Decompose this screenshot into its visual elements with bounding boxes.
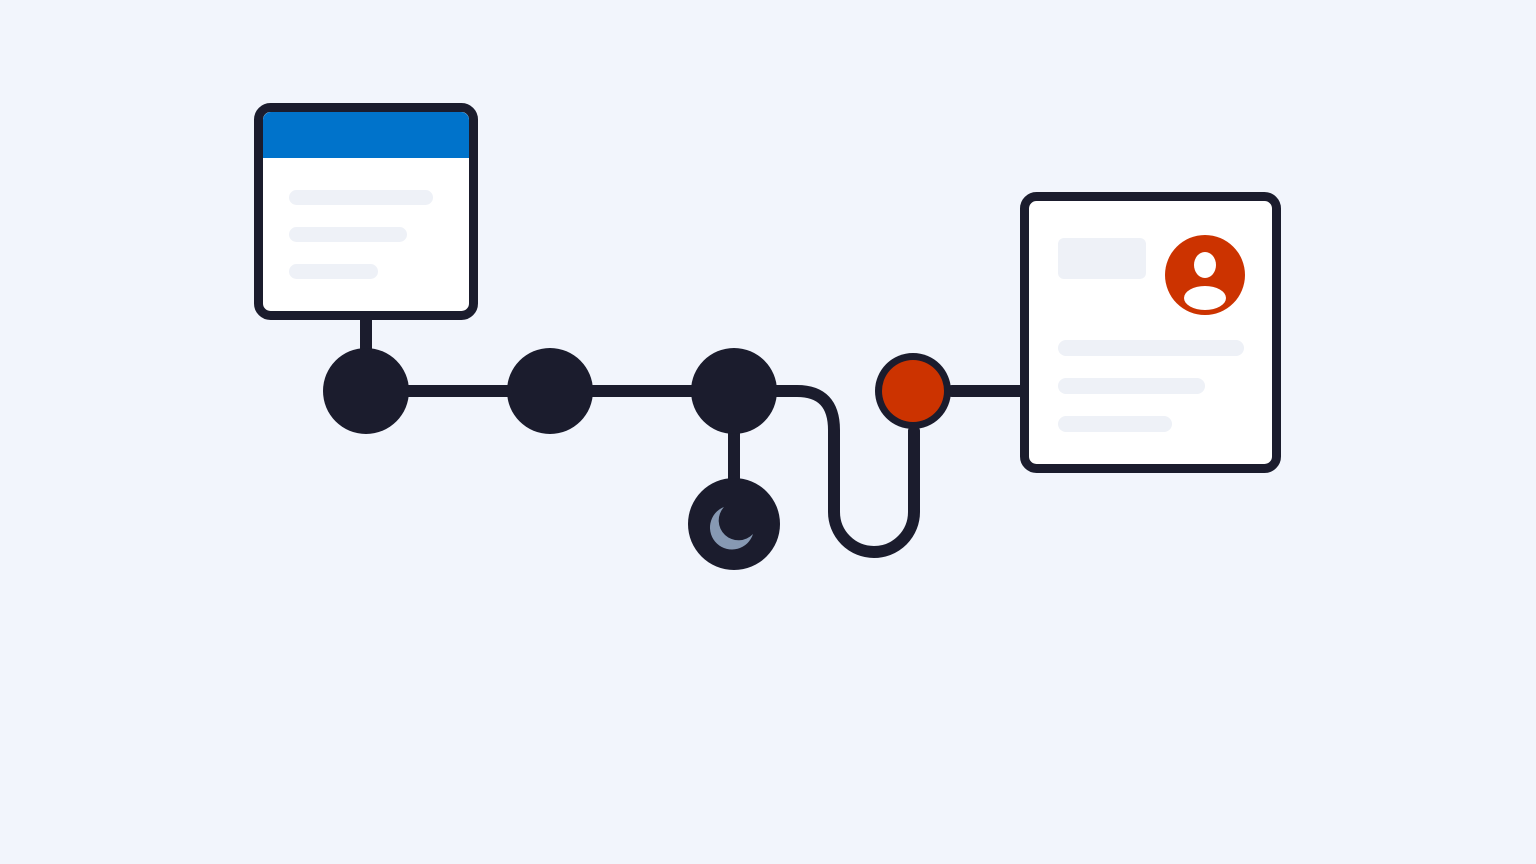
source-card-frame: [254, 103, 478, 320]
flow-nodes: [323, 348, 951, 570]
profile-card-line-3: [1058, 416, 1172, 432]
profile-card: [1020, 192, 1281, 473]
accent-step-node[interactable]: [875, 353, 951, 429]
connector-step-3-to-accent: [766, 385, 920, 558]
profile-card-line-2: [1058, 378, 1205, 394]
step-node-1[interactable]: [323, 348, 409, 434]
step-node-3[interactable]: [691, 348, 777, 434]
moon-icon: [709, 507, 753, 550]
source-card-line-3: [289, 264, 378, 279]
user-avatar-icon: [1165, 235, 1245, 315]
source-card: [254, 103, 478, 320]
source-card-line-2: [289, 227, 407, 242]
source-card-line-1: [289, 190, 433, 205]
source-card-header: [263, 112, 469, 158]
profile-card-title-block: [1058, 238, 1146, 279]
profile-card-line-1: [1058, 340, 1244, 356]
step-node-2[interactable]: [507, 348, 593, 434]
connectors: [360, 310, 1028, 558]
wait-node[interactable]: [688, 478, 780, 570]
